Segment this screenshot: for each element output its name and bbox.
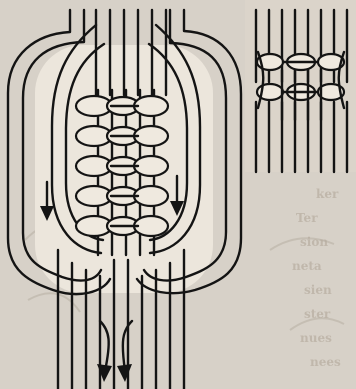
svg-text:nues: nues [300,331,332,345]
knot-row-3 [76,156,168,176]
svg-text:ster: ster [304,307,331,321]
svg-text:sien: sien [304,283,332,297]
inset-knot-row-2 [257,84,344,100]
svg-text:neta: neta [292,259,322,273]
knot-row-5 [76,216,168,236]
knot-column [76,90,168,255]
knot-row-1 [76,96,168,116]
knot-row-4 [76,186,168,206]
svg-text:ker: ker [316,187,339,201]
knot-row-2 [76,126,168,146]
svg-text:sion: sion [300,235,328,249]
inset-knot-panel [245,0,356,172]
svg-text:Ter: Ter [296,211,318,225]
inset-knot-row-1 [257,54,344,70]
svg-text:nees: nees [310,355,341,369]
